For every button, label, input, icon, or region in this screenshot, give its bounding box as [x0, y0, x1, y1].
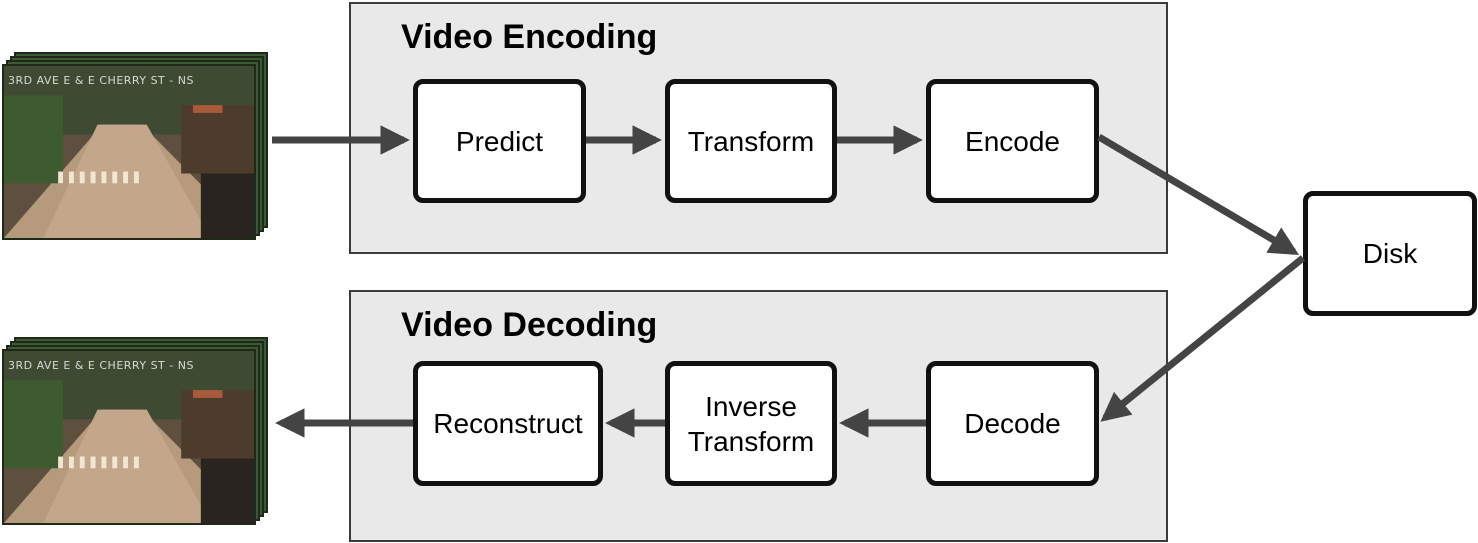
output-video-frames: 3RD AVE E & E CHERRY ST - NS	[0, 335, 275, 530]
predict-label: Predict	[455, 125, 544, 157]
disk-label: Disk	[1362, 238, 1418, 269]
video-encoding-title: Video Encoding	[401, 18, 658, 56]
video-overlay-text: 3RD AVE E & E CHERRY ST - NS	[8, 74, 194, 87]
inverse-transform-label: Inverse Transform	[687, 390, 815, 457]
encode-label: Encode	[965, 125, 1060, 157]
street-scene-image	[4, 351, 254, 523]
street-scene-image	[4, 66, 254, 238]
video-overlay-text: 3RD AVE E & E CHERRY ST - NS	[8, 359, 194, 372]
disk-node: Disk	[1303, 191, 1477, 316]
video-decoding-title: Video Decoding	[401, 306, 658, 344]
arrow-disk-to-decode	[1100, 255, 1306, 422]
reconstruct-label: Reconstruct	[433, 408, 583, 439]
predict-node: Predict	[413, 79, 586, 203]
encode-node: Encode	[926, 79, 1099, 203]
input-video-frames: 3RD AVE E & E CHERRY ST - NS	[0, 50, 275, 245]
reconstruct-node: Reconstruct	[413, 361, 603, 486]
arrow-encode-to-disk	[1097, 133, 1300, 256]
transform-label: Transform	[687, 125, 815, 157]
decode-label: Decode	[964, 408, 1061, 439]
inverse-transform-node: Inverse Transform	[665, 361, 837, 486]
transform-node: Transform	[665, 79, 837, 203]
decode-node: Decode	[926, 361, 1099, 486]
video-frame-front: 3RD AVE E & E CHERRY ST - NS	[2, 349, 256, 525]
video-frame-front: 3RD AVE E & E CHERRY ST - NS	[2, 64, 256, 240]
